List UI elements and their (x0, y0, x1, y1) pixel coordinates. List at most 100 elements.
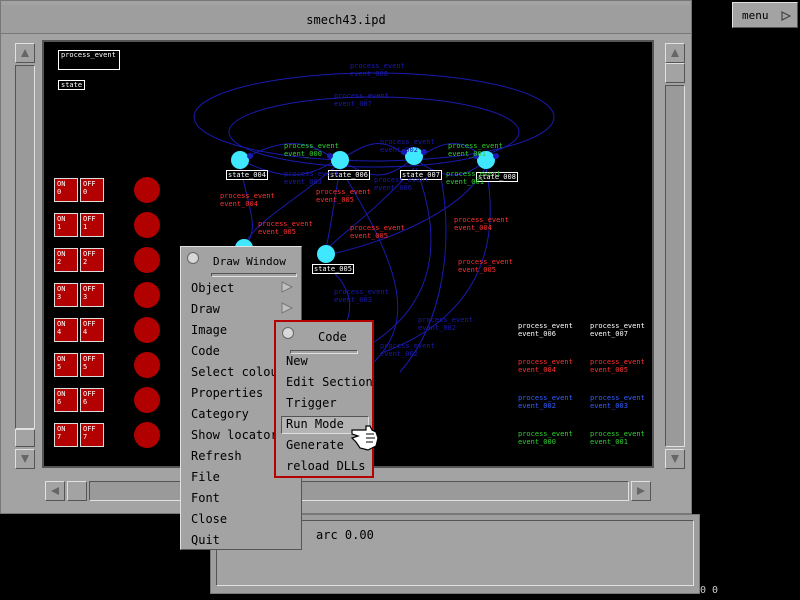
drawing-canvas[interactable]: process_event state state_004 state_006 … (42, 40, 654, 468)
arrow-down-icon (21, 455, 29, 463)
io-status-led (134, 387, 160, 413)
draw-menu-item[interactable]: Properties (191, 386, 264, 400)
code-menu-item[interactable]: Edit Sections (286, 375, 380, 389)
code-menu-item[interactable]: Trigger (286, 396, 337, 410)
horizontal-scroll-track[interactable] (89, 481, 629, 501)
menu-pin-icon[interactable] (282, 327, 294, 339)
left-scroll-thumb[interactable] (15, 429, 35, 447)
io-status-led (134, 352, 160, 378)
io-status-led (134, 212, 160, 238)
draw-menu-item[interactable]: Image (191, 323, 228, 337)
title-bar[interactable]: smech43.ipd (1, 5, 691, 34)
draw-menu-item[interactable]: Object (191, 281, 235, 295)
event-legend-name: process_event (590, 430, 645, 438)
io-index: 0 (83, 188, 88, 196)
state-node[interactable]: state_006 (328, 170, 370, 180)
code-menu-item[interactable]: New (286, 354, 308, 368)
draw-menu-item[interactable]: Font (191, 491, 220, 505)
left-scroll-up-button[interactable] (15, 43, 35, 63)
code-menu-item[interactable]: reload DLLs (286, 459, 366, 473)
arc-readout: arc 0.00 (316, 528, 374, 542)
io-status-led (134, 282, 160, 308)
right-scroll-track[interactable] (665, 85, 685, 447)
menu-button[interactable]: menu (732, 2, 798, 28)
graph-event-label[interactable]: process_event event_005 (350, 224, 405, 240)
draw-menu-item[interactable]: Show locator (191, 428, 278, 442)
io-index: 2 (57, 258, 62, 266)
right-scroll-up-button[interactable] (665, 43, 685, 63)
draw-menu-item[interactable]: Quit (191, 533, 220, 547)
draw-menu-item[interactable]: Close (191, 512, 228, 526)
menu-divider (290, 350, 358, 354)
state-node[interactable]: state_008 (476, 172, 518, 182)
graph-event-label[interactable]: process_event event_004 (454, 216, 509, 232)
draw-menu-item[interactable]: Code (191, 344, 220, 358)
scroll-left-button[interactable] (45, 481, 65, 501)
horizontal-scroll-thumb[interactable] (67, 481, 87, 501)
draw-menu-item[interactable]: Select colour (191, 365, 285, 379)
graph-event-label[interactable]: process_event event_005 (258, 220, 313, 236)
graph-event-label[interactable]: process_event event_003 (284, 170, 339, 186)
draw-menu-item[interactable]: Draw (191, 302, 220, 316)
code-menu-item[interactable]: Generate (286, 438, 344, 452)
graph-event-label[interactable]: process_event event_005 (316, 188, 371, 204)
graph-event-label[interactable]: process_event event_001 (446, 170, 501, 186)
right-scroll-down-button[interactable] (665, 449, 685, 469)
graph-event-label[interactable]: process_event event_003 (334, 288, 389, 304)
code-menu-item[interactable]: Run Mode (286, 417, 344, 431)
corner-readout: 0 0 (700, 585, 719, 596)
legend-state[interactable]: state (58, 80, 86, 90)
io-index: 1 (57, 223, 62, 231)
left-scroll-track[interactable] (15, 65, 35, 429)
state-node[interactable]: state_004 (226, 170, 268, 180)
graph-event-label[interactable]: process_event event_008 (350, 62, 405, 78)
graph-event-label[interactable]: process_event event_001 (448, 142, 503, 158)
arrow-up-icon (671, 49, 679, 57)
state-node[interactable]: state_005 (312, 264, 354, 274)
draw-menu-item[interactable]: Category (191, 407, 249, 421)
io-off-label: OFF (83, 250, 96, 258)
scroll-right-button[interactable] (631, 481, 651, 501)
legend-process-event[interactable]: process_event (58, 50, 120, 70)
graph-event-label[interactable]: process_event event_002 (380, 342, 435, 358)
graph-event-label[interactable]: process_event event_006 (374, 176, 429, 192)
menu-pin-icon[interactable] (187, 252, 199, 264)
right-scroll-thumb[interactable] (665, 63, 685, 83)
graph-event-label[interactable]: process_event event_002 (418, 316, 473, 332)
draw-menu-item[interactable]: Refresh (191, 449, 242, 463)
graph-event-label[interactable]: process_event event_004 (220, 192, 275, 208)
state-node[interactable]: state_007 (400, 170, 442, 180)
graph-event-label[interactable]: process_event event_002 (380, 138, 435, 154)
left-scroll-down-button[interactable] (15, 449, 35, 469)
graph-event-label[interactable]: process_event event_000 (284, 142, 339, 158)
io-on-label: ON (57, 320, 66, 328)
graph-event-label[interactable]: process_event event_005 (458, 258, 513, 274)
event-legend-name: process_event (518, 358, 573, 366)
graph-event-label[interactable]: process_event event_007 (334, 92, 389, 108)
draw-menu-item[interactable]: File (191, 470, 220, 484)
